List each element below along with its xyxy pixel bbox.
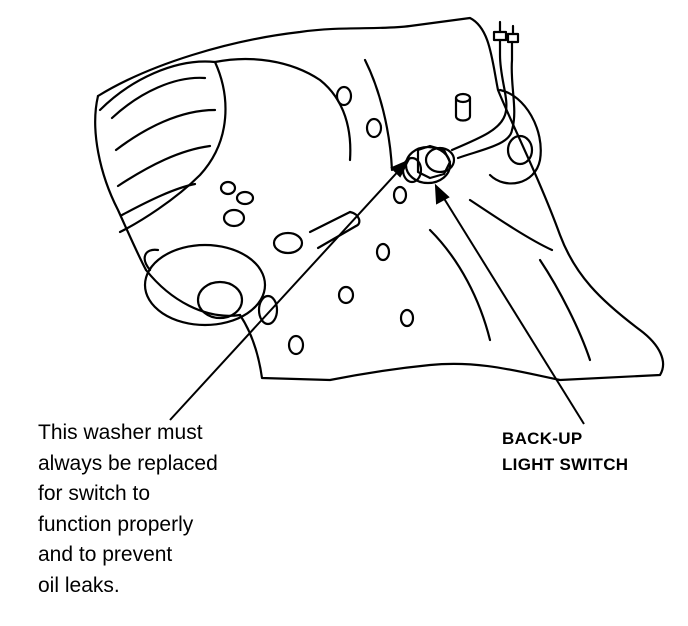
bolt-boss [235, 190, 255, 206]
case-lower-edge [144, 268, 242, 317]
top-cover-flange [213, 57, 352, 162]
bolt-boss [365, 117, 383, 139]
switch-label-line: LIGHT SWITCH [502, 455, 629, 474]
wire-grommet [506, 134, 534, 166]
bolt-boss [219, 180, 237, 196]
bolt-boss [337, 285, 355, 305]
bolt-boss [272, 231, 304, 255]
bolt-boss [222, 208, 246, 228]
wire-tip [498, 20, 515, 36]
bolt-boss [257, 294, 279, 326]
shift-rod-end [348, 210, 361, 228]
case-outline [96, 16, 665, 382]
switch-label-line: BACK-UP [502, 429, 583, 448]
switch-hex [416, 144, 452, 180]
top-cover-outline [98, 60, 227, 234]
washer-note-line: function properly [38, 512, 194, 536]
case-rib [428, 228, 492, 342]
bolt-boss [399, 308, 415, 328]
vent-stud-top [454, 92, 472, 104]
switch-leader [439, 191, 585, 425]
bolt-boss [375, 242, 391, 262]
left-housing [143, 243, 267, 327]
case-left-flank [94, 94, 148, 272]
top-cover-rib-3 [116, 144, 212, 188]
switch-callout: BACK-UP LIGHT SWITCH [502, 426, 682, 478]
case-rib [538, 258, 592, 362]
switch-arrowhead [434, 183, 450, 205]
case-rib [468, 198, 554, 252]
bolt-boss [392, 185, 408, 205]
top-cover-rib-4 [120, 182, 197, 217]
washer-leader [169, 165, 404, 421]
wire-coil [488, 88, 542, 185]
case-rib [363, 58, 394, 172]
washer-note-line: and to prevent [38, 543, 173, 566]
wire-connector [492, 30, 520, 44]
washer-arrowhead [390, 158, 411, 178]
bolt-boss [335, 85, 353, 107]
washer-note-line: oil leaks. [38, 573, 120, 597]
washer-note-line: always be replaced [38, 451, 218, 475]
vent-stud [454, 96, 472, 122]
washer-note-line: This washer must [38, 421, 203, 444]
left-housing-hub [196, 280, 244, 320]
wire-harness [456, 40, 516, 160]
washer-note-line: for switch to [38, 482, 151, 505]
left-housing-curl [143, 248, 160, 272]
top-cover-rib-1 [110, 76, 207, 120]
top-cover-rib-2 [114, 108, 217, 152]
washer-callout: This washer must always be replaced for … [38, 418, 278, 601]
bolt-boss [287, 334, 305, 356]
wire-harness [450, 38, 508, 152]
